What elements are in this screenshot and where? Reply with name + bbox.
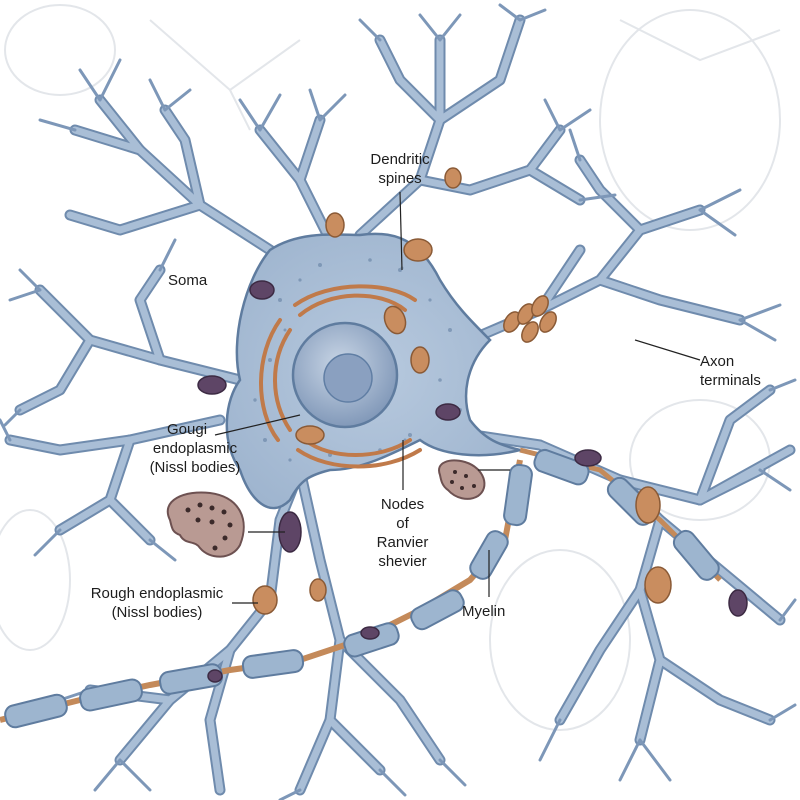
leader-dendritic-spines [399,191,403,271]
label-line: (Nissl bodies) [149,459,241,476]
label-rough-endoplasmic: Rough endoplasmic (Nissl bodies) [82,584,232,622]
label-axon-terminals: Axon terminals [700,352,761,390]
nucleolus [323,353,373,403]
background-cell [0,509,71,651]
vesicles-purple [197,280,748,683]
label-gougi: Gougi endoplasmic (Nissl bodies) [125,420,265,477]
label-line: Ranvier [376,534,429,551]
label-myelin: Myelin [462,603,506,620]
label-line: Axon [700,353,735,370]
label-line: endoplasmic [152,440,238,457]
golgi-endoplasmic-arcs [259,284,422,469]
label-dendritic-spines: Dendritic spines [360,150,440,188]
background-cell [4,4,116,96]
label-line: Rough endoplasmic [90,585,224,602]
background-branch [149,19,301,131]
label-line: (Nissl bodies) [111,604,203,621]
label-soma: Soma [168,272,208,289]
label-line: Dendritic [370,151,430,168]
label-line: shevier [378,553,427,570]
background-cell [489,549,631,731]
myelinated-axon [0,447,722,729]
label-nodes-of-ranvier: Nodes of Ranvier shevier [360,495,445,571]
label-line: of [396,515,409,532]
background-branch [619,19,781,62]
leader-axon-terminals [634,339,701,361]
leader-lines [214,191,701,604]
rough-er-bodies [166,459,486,558]
label-line: Nodes [380,496,425,513]
label-line: Gougi [167,421,208,438]
background-cell [599,9,781,231]
dendrite-branches [4,14,796,796]
terminal-twigs [0,3,797,800]
myelin-sheath [4,463,533,729]
mitochondria [252,167,672,615]
cytoplasm-speckles [253,258,462,462]
label-line: terminals [700,372,761,389]
leader-gougi [214,414,301,436]
label-line: spines [378,170,422,187]
